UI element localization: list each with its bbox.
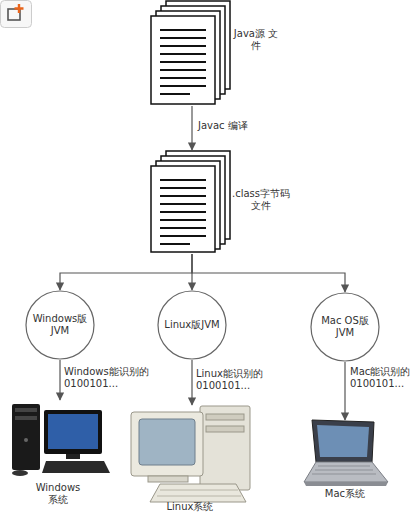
- system-label: Linux系统: [155, 501, 225, 513]
- flow-arrow: [59, 360, 60, 400]
- flow-arrow: [191, 360, 192, 405]
- flow-arrow: [60, 254, 192, 290]
- file-stack: [151, 151, 230, 252]
- jvm-circle: Linux版JVM: [157, 290, 227, 360]
- jvm-label: Windows版 JVM: [29, 313, 91, 337]
- system-node: Linux系统: [128, 405, 253, 517]
- system-node: Windows 系统: [5, 400, 115, 506]
- system-label: Mac系统: [312, 488, 378, 500]
- system-node: Mac系统: [300, 420, 390, 502]
- edge-label: Windows能识别的 0100101...: [64, 366, 152, 390]
- system-label: Windows 系统: [31, 482, 85, 506]
- flow-arrow: [192, 254, 345, 292]
- file-label: Java源 文件: [232, 28, 280, 52]
- file-label: .class字节码 文件: [230, 188, 292, 212]
- bytecode-file-node: .class字节码 文件: [148, 150, 290, 254]
- circle-text-holder: Mac OS版 JVM: [310, 292, 380, 362]
- windows-pc: [12, 404, 110, 476]
- flow-arrow: [191, 106, 192, 150]
- flow-arrow: [344, 362, 345, 420]
- file-stack: [151, 1, 230, 104]
- jvm-circle: Mac OS版 JVM: [310, 292, 380, 362]
- linux-pc: [131, 406, 250, 502]
- mac-laptop: [304, 420, 388, 486]
- jvm-circle: Windows版 JVM: [25, 290, 95, 360]
- jvm-label: Mac OS版 JVM: [314, 315, 376, 339]
- edge-label: Linux能识别的 0100101...: [196, 368, 284, 392]
- edge-label: Mac能识别的 0100101...: [350, 366, 416, 390]
- corner-badge: [1, 1, 32, 28]
- jvm-label: Linux版JVM: [161, 319, 223, 331]
- circle-text-holder: Windows版 JVM: [25, 290, 95, 360]
- source-file-node: Java源 文件: [148, 0, 290, 106]
- edge-label: Javac 编译: [198, 120, 270, 132]
- circle-text-holder: Linux版JVM: [157, 290, 227, 360]
